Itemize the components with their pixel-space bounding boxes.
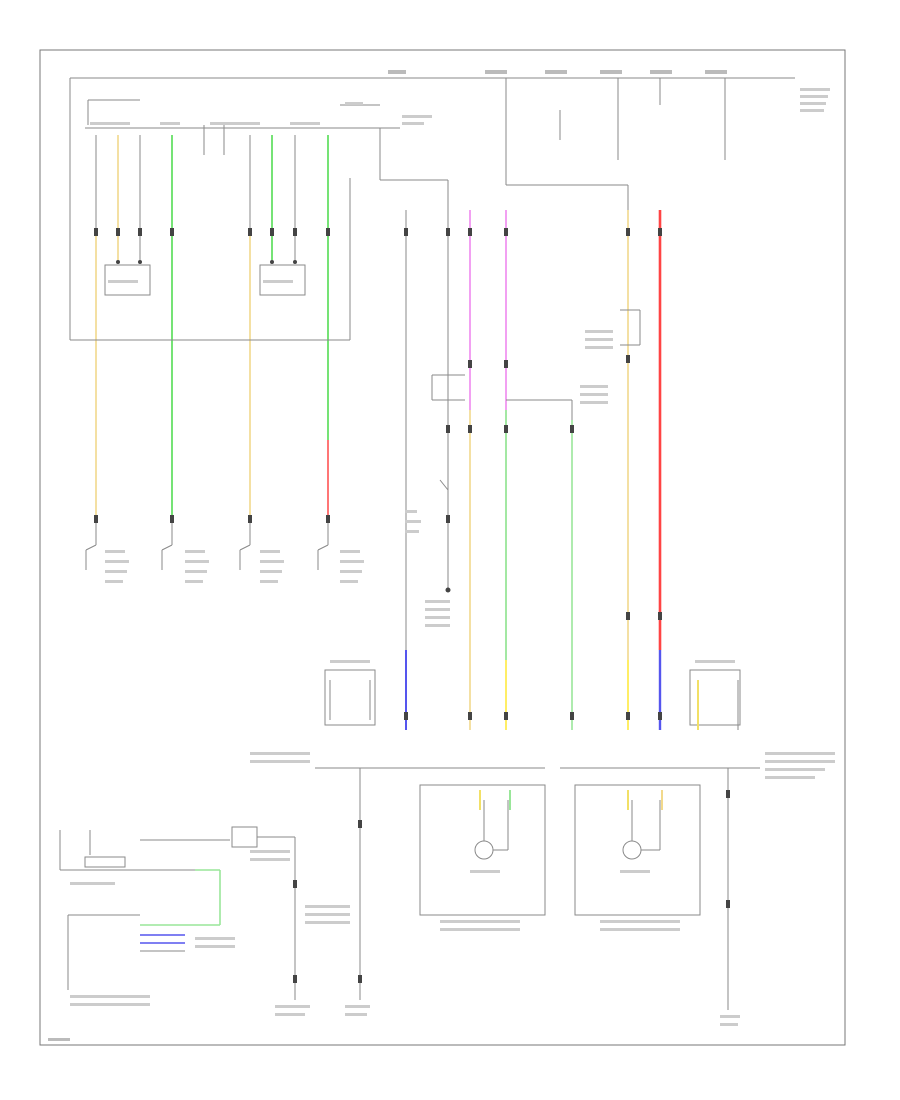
fuse-labels <box>388 70 830 112</box>
left-wires <box>70 125 351 520</box>
lower-bus <box>250 752 835 779</box>
top-power-bus <box>69 77 795 340</box>
bottom-left-module <box>59 826 350 1006</box>
ground-wires <box>275 768 740 1026</box>
center-switch <box>405 330 613 627</box>
center-wires <box>379 78 726 730</box>
door-switches <box>85 523 364 583</box>
left-module-pins <box>85 102 432 129</box>
upper-sockets <box>324 660 741 730</box>
headlamp-right <box>574 784 701 931</box>
diagram-frame <box>39 49 846 1046</box>
center-connectors <box>404 228 662 720</box>
left-junctions <box>104 260 306 296</box>
left-connectors <box>94 228 330 523</box>
page-corner-label <box>48 1038 70 1041</box>
headlamp-left <box>419 784 546 931</box>
